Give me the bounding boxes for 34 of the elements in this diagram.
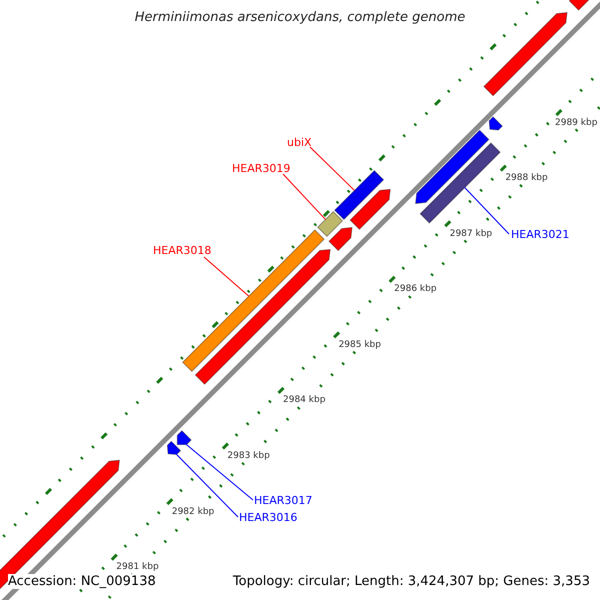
title: Herminiimonas arsenicoxydans, complete genome: [134, 10, 466, 25]
gene-bar: [317, 210, 344, 238]
gene-bar: [350, 188, 391, 230]
gene-label: HEAR3017: [254, 494, 312, 507]
gene-label: HEAR3016: [239, 511, 298, 524]
gene-label: HEAR3021: [511, 228, 570, 241]
accession-text: Accession: NC_009138: [8, 574, 156, 589]
leader-line: [464, 187, 510, 234]
genome-summary-text: Topology: circular; Length: 3,424,307 bp; Genes: 3,353: [232, 574, 590, 589]
scale-label: 2984 kbp: [283, 395, 326, 406]
leader-line: [282, 174, 326, 220]
gene-bar: [334, 170, 384, 220]
scale-label: 2989 kbp: [555, 118, 598, 128]
gene-bar: [420, 142, 501, 224]
gene-bar: [415, 130, 490, 204]
scale-label: 2983 kbp: [227, 451, 270, 462]
scale-label: 2982 kbp: [172, 506, 214, 517]
scale-label: 2988 kbp: [505, 173, 548, 184]
gene-bar: [166, 440, 182, 456]
leader-line: [176, 454, 238, 518]
gene-label: HEAR3018: [153, 244, 212, 257]
leader-line: [204, 256, 250, 297]
gene-label: ubiX: [287, 136, 312, 149]
gene-bar: [176, 430, 192, 446]
gene-bar: [328, 226, 353, 252]
leader-line: [310, 146, 355, 191]
gene-bar: [488, 116, 503, 131]
gene-label: HEAR3019: [232, 162, 290, 175]
gene-bar: [483, 12, 568, 96]
leader-line: [186, 444, 254, 500]
scale-label: 2987 kbp: [450, 228, 492, 239]
scale-label: 2986 kbp: [394, 284, 437, 294]
scale-label: 2985 kbp: [338, 340, 381, 350]
scale-label: 2981 kbp: [116, 562, 159, 572]
